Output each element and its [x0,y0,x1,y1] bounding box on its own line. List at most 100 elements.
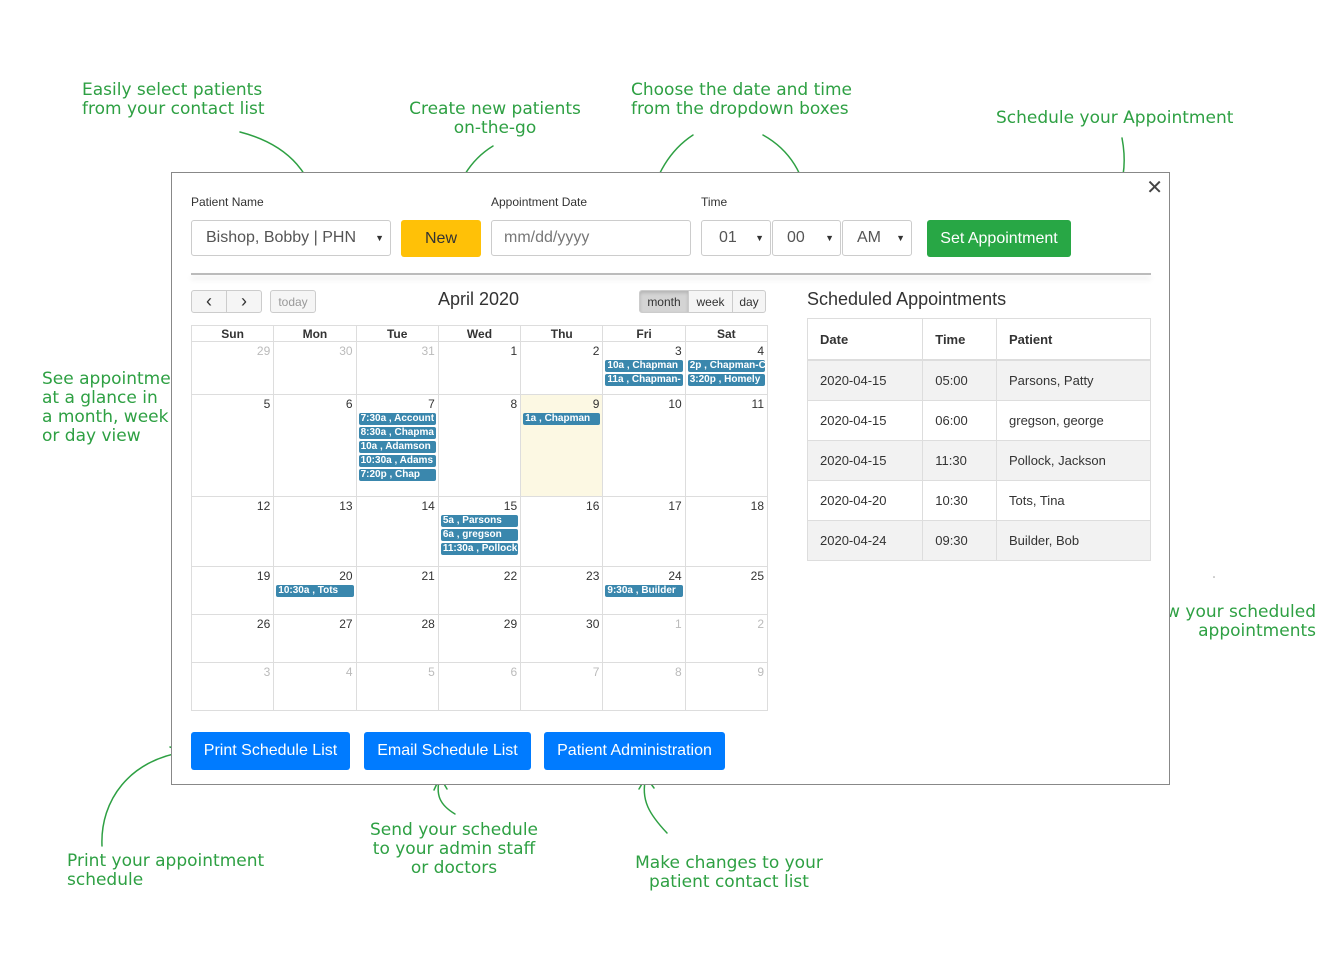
calendar-event[interactable]: 1a , Chapman [523,413,601,425]
calendar-day-cell[interactable]: 3 [190,662,275,711]
prev-month-button[interactable]: ‹ [191,290,227,313]
calendar-day-cell[interactable]: 25 [684,566,769,615]
calendar-day-cell[interactable]: 8 [602,662,686,711]
calendar-day-cell[interactable]: 7 [520,662,604,711]
calendar-event[interactable]: 3:20p , Homely [687,374,765,386]
day-number: 21 [421,569,435,583]
calendar-day-cell[interactable]: 10 [602,394,686,497]
calendar-day-cell[interactable]: 2 [684,614,769,663]
calendar-day-cell[interactable]: 17 [602,496,686,567]
calendar-day-cell[interactable]: 21 [355,566,439,615]
calendar-event[interactable]: 10:30a , Adams [358,455,436,467]
calendar-day-cell[interactable]: 23 [520,566,604,615]
print-schedule-button[interactable]: Print Schedule List [191,732,350,770]
calendar-day-cell[interactable]: 14 [355,496,439,567]
calendar-event[interactable]: 10a , Adamson [358,441,436,453]
callout-changes: Make changes to your patient contact lis… [635,853,823,892]
callout-print: Print your appointment schedule [67,851,265,890]
calendar-day-cell[interactable]: 18 [684,496,769,567]
chevron-right-icon: › [241,291,247,311]
scheduled-column-header: Patient [996,318,1151,361]
day-number: 4 [757,344,764,358]
calendar-day-cell[interactable]: 19 [190,566,275,615]
calendar-day-cell[interactable]: 26 [190,614,275,663]
calendar-day-cell[interactable]: 27 [273,614,357,663]
email-schedule-button[interactable]: Email Schedule List [364,732,531,770]
patient-select-value: Bishop, Bobby | PHN [206,229,357,246]
calendar-day-cell[interactable]: 13 [273,496,357,567]
set-appointment-button[interactable]: Set Appointment [927,220,1071,257]
calendar-day-cell[interactable]: 31 [355,341,439,395]
day-number: 22 [503,569,518,583]
calendar-day-cell[interactable]: 8 [437,394,522,497]
calendar-day-cell[interactable]: 12 [190,496,275,567]
ampm-select[interactable]: AM ▼ [842,220,912,256]
calendar-day-cell[interactable]: 29 [437,614,522,663]
calendar-day-cell[interactable]: 30 [520,614,604,663]
caret-down-icon: ▼ [896,233,905,243]
calendar-day-cell[interactable]: 7 7:30a , Account 8:30a , Chapma 10a , Adam… [355,394,439,497]
calendar-day-cell[interactable]: 1 [437,341,522,395]
calendar-day-cell[interactable]: 5 [355,662,439,711]
hour-select[interactable]: 01 ▼ [701,220,771,256]
day-number: 7 [428,397,435,411]
day-number: 3 [263,665,271,679]
calendar-day-cell[interactable]: 30 [273,341,357,395]
minute-select[interactable]: 00 ▼ [772,220,841,256]
calendar-day-cell[interactable]: 5 [190,394,275,497]
calendar-event[interactable]: 10:30a , Tots [276,585,354,597]
next-month-button[interactable]: › [226,290,262,313]
patient-administration-button[interactable]: Patient Administration [544,732,725,770]
view-month-button[interactable]: month [639,290,689,313]
calendar-day-cell[interactable]: 4 2p , Chapman-C 3:20p , Homely [684,341,769,395]
calendar-day-cell[interactable]: 6 [273,394,357,497]
view-day-button[interactable]: day [732,290,766,313]
new-patient-button[interactable]: New [401,220,481,257]
calendar-event[interactable]: 11:30a , Pollock [440,543,519,555]
calendar-day-cell[interactable]: 6 [437,662,522,711]
calendar-event[interactable]: 11a , Chapman- [605,374,683,386]
calendar-day-cell[interactable]: 16 [520,496,604,567]
calendar-event[interactable]: 10a , Chapman [605,360,683,372]
calendar-day-cell[interactable]: 4 [273,662,357,711]
calendar-event[interactable]: 8:30a , Chapma [358,427,436,439]
calendar-day-cell[interactable]: 1 [602,614,686,663]
calendar-day-cell[interactable]: 9 [684,662,769,711]
header-divider [191,273,1151,275]
view-week-button[interactable]: week [688,290,733,313]
calendar-day-cell[interactable]: 28 [355,614,439,663]
calendar-day-cell[interactable]: 11 [684,394,769,497]
today-button[interactable]: today [270,290,316,313]
day-number: 1 [510,344,518,358]
callout-send: Send your schedule to your admin staff o… [369,820,539,878]
calendar-event[interactable]: 7:20p , Chap [358,469,436,481]
calendar-event[interactable]: 9:30a , Builder [605,585,683,597]
day-number: 6 [345,397,353,411]
appointment-date-input[interactable]: mm/dd/yyyy [491,220,691,256]
calendar-event[interactable]: 2p , Chapman-C [687,360,765,372]
table-cell: 2020-04-15 [806,400,924,441]
calendar-event[interactable]: 7:30a , Account [358,413,436,425]
calendar-day-cell[interactable]: 22 [437,566,522,615]
patient-select[interactable]: Bishop, Bobby | PHN ▼ [191,220,391,256]
close-icon[interactable]: ✕ [1146,177,1163,199]
calendar-day-cell[interactable]: 29 [190,341,275,395]
table-cell: Tots, Tina [996,480,1151,521]
calendar-day-cell[interactable]: 2 [520,341,604,395]
calendar-event[interactable]: 6a , gregson [440,529,519,541]
day-number: 29 [503,617,518,631]
calendar-event[interactable]: 5a , Parsons [440,515,519,527]
